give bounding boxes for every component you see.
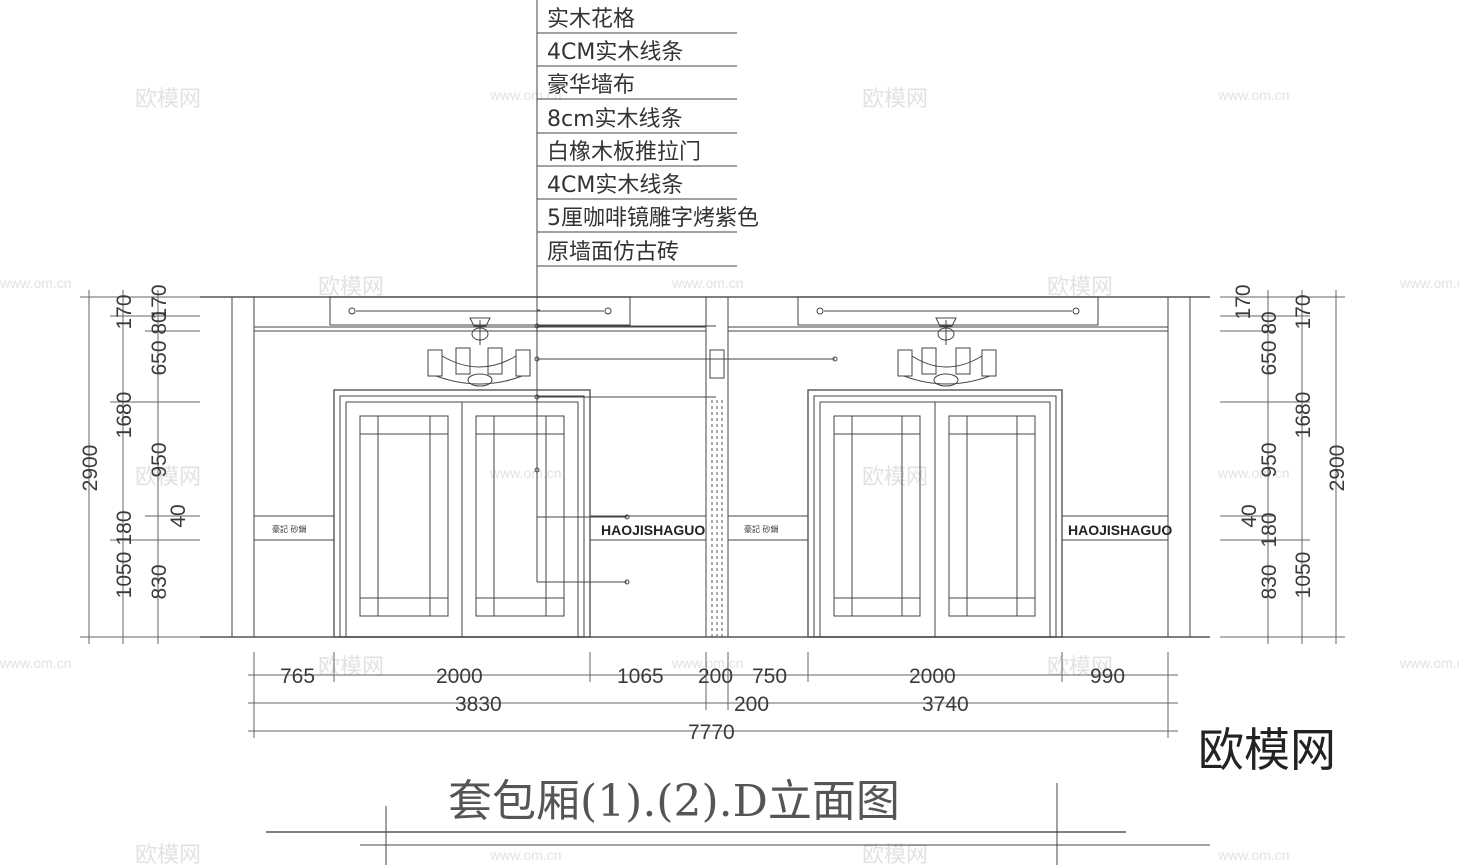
dimension-label: 2000 bbox=[909, 665, 956, 688]
dimension-label: 2900 bbox=[1326, 445, 1349, 492]
dimension-label: 2000 bbox=[436, 665, 483, 688]
watermark-url: www.om.cn bbox=[1217, 465, 1290, 481]
dimension-label: 7770 bbox=[688, 721, 735, 744]
bottom-dimensions: 765 2000 1065 200 750 2000 990 3830 200 … bbox=[248, 652, 1178, 744]
chandelier-right bbox=[897, 317, 997, 387]
dimension-label: 80 bbox=[148, 311, 171, 334]
dimension-label: 170 bbox=[113, 294, 136, 329]
brand-logo: 欧模网 bbox=[1198, 723, 1336, 777]
left-dimensions: 2900 170 1680 180 1050 170 80 650 950 40… bbox=[79, 284, 200, 644]
watermark-text: 欧模网 bbox=[135, 87, 201, 112]
watermark-url: www.om.cn bbox=[489, 847, 562, 863]
watermark-url: www.om.cn bbox=[1217, 847, 1290, 863]
watermark-text: 欧模网 bbox=[862, 465, 928, 490]
dimension-label: 2900 bbox=[79, 445, 102, 492]
annotation-legend: 实木花格 4CM实木线条 豪华墙布 8cm实木线条 白橡木板推拉门 4CM实木线… bbox=[534, 0, 838, 585]
dimension-label: 830 bbox=[1258, 564, 1281, 599]
dimension-label: 180 bbox=[113, 510, 136, 545]
title-block: 套包厢(1).(2).D立面图 欧模网 bbox=[266, 723, 1336, 865]
watermark-url: www.om.cn bbox=[1399, 655, 1459, 671]
watermark-text: 欧模网 bbox=[862, 843, 928, 865]
watermark-url: www.om.cn bbox=[489, 465, 562, 481]
signage-text: HAOJISHAGUO bbox=[601, 522, 705, 538]
sliding-door-left bbox=[333, 389, 591, 638]
chandelier-left bbox=[427, 317, 531, 387]
dimension-label: 170 bbox=[148, 284, 171, 319]
dimension-label: 1680 bbox=[113, 392, 136, 439]
signage-small-text: 豪記 砂鍋 bbox=[272, 524, 307, 534]
signage-small-text: 豪記 砂鍋 bbox=[744, 524, 779, 534]
watermark-url: www.om.cn bbox=[0, 655, 72, 671]
dimension-label: 3740 bbox=[922, 693, 969, 716]
dimension-label: 750 bbox=[752, 665, 787, 688]
watermark-url: www.om.cn bbox=[671, 655, 744, 671]
watermark-url: www.om.cn bbox=[1399, 275, 1459, 291]
watermark-url: www.om.cn bbox=[671, 275, 744, 291]
dimension-label: 1050 bbox=[113, 552, 136, 599]
dimension-label: 170 bbox=[1232, 284, 1255, 319]
drawing-title: 套包厢(1).(2).D立面图 bbox=[448, 776, 900, 827]
annotation-label: 4CM实木线条 bbox=[547, 40, 683, 65]
dimension-label: 950 bbox=[148, 442, 171, 477]
watermark-url: www.om.cn bbox=[0, 275, 72, 291]
dimension-label: 990 bbox=[1090, 665, 1125, 688]
dimension-label: 1680 bbox=[1292, 392, 1315, 439]
annotation-label: 实木花格 bbox=[547, 7, 635, 32]
watermark-url: www.om.cn bbox=[1217, 87, 1290, 103]
dimension-label: 650 bbox=[148, 340, 171, 375]
dimension-label: 1050 bbox=[1292, 552, 1315, 599]
watermark-text: 欧模网 bbox=[318, 655, 384, 680]
dimension-label: 40 bbox=[167, 504, 190, 527]
watermark-layer: 欧模网 www.om.cn 欧模网 www.om.cn www.om.cn 欧模… bbox=[0, 87, 1459, 865]
annotation-label: 豪华墙布 bbox=[547, 73, 635, 98]
dimension-label: 650 bbox=[1258, 340, 1281, 375]
sliding-door-right bbox=[807, 389, 1063, 638]
dimension-label: 40 bbox=[1238, 504, 1261, 527]
watermark-text: 欧模网 bbox=[1047, 655, 1113, 680]
annotation-label: 8cm实木线条 bbox=[547, 107, 683, 132]
dimension-label: 830 bbox=[148, 564, 171, 599]
right-dimensions: 170 80 650 950 40 180 830 170 1680 1050 … bbox=[1220, 284, 1349, 644]
annotation-label: 4CM实木线条 bbox=[547, 173, 683, 198]
watermark-text: 欧模网 bbox=[135, 843, 201, 865]
dimension-label: 1065 bbox=[617, 665, 664, 688]
watermark-text: 欧模网 bbox=[318, 275, 384, 300]
dimension-label: 80 bbox=[1258, 311, 1281, 334]
watermark-text: 欧模网 bbox=[1047, 275, 1113, 300]
watermark-text: 欧模网 bbox=[135, 465, 201, 490]
annotation-label: 5厘咖啡镜雕字烤紫色 bbox=[547, 206, 759, 231]
annotation-label: 白橡木板推拉门 bbox=[547, 140, 701, 165]
dimension-label: 200 bbox=[698, 665, 733, 688]
signage: HAOJISHAGUO HAOJISHAGUO 豪記 砂鍋 豪記 砂鍋 bbox=[272, 522, 1172, 538]
dimension-label: 3830 bbox=[455, 693, 502, 716]
watermark-text: 欧模网 bbox=[862, 87, 928, 112]
dimension-label: 950 bbox=[1258, 442, 1281, 477]
dimension-label: 170 bbox=[1292, 294, 1315, 329]
dimension-label: 180 bbox=[1258, 512, 1281, 547]
annotation-label: 原墙面仿古砖 bbox=[547, 240, 679, 265]
elevation-outline bbox=[200, 296, 1210, 638]
dimension-label: 200 bbox=[734, 693, 769, 716]
signage-text: HAOJISHAGUO bbox=[1068, 522, 1172, 538]
dimension-label: 765 bbox=[280, 665, 315, 688]
